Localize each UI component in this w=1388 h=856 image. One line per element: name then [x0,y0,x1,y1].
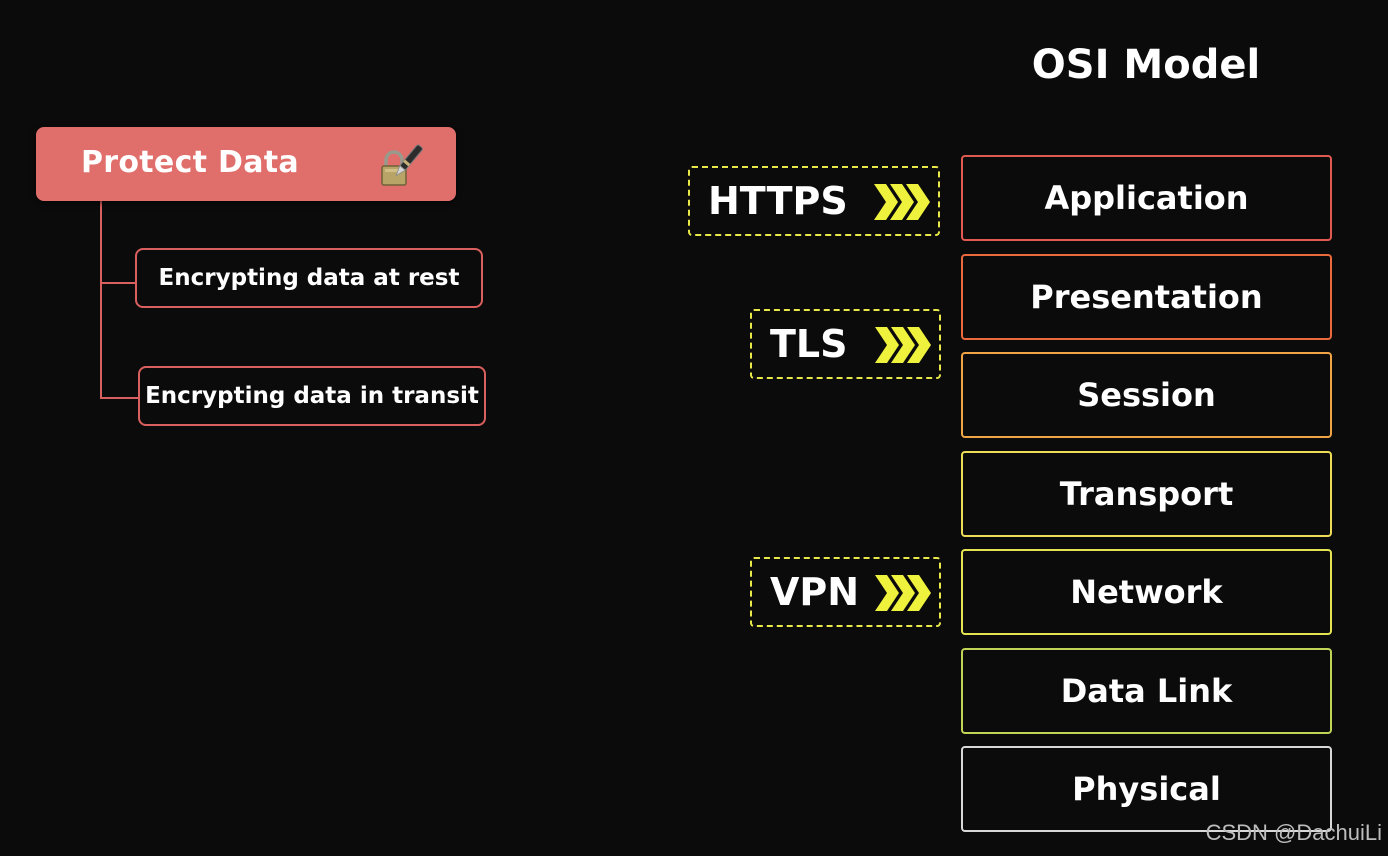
protocol-label-vpn: VPN [770,570,860,614]
mindmap-connector-trunk [100,201,102,398]
osi-layer-data-link: Data Link [961,648,1332,734]
protocol-tag-vpn: VPN [750,557,941,627]
osi-layer-network: Network [961,549,1332,635]
mindmap-connector-branch-2 [100,397,140,399]
mindmap-connector-branch-1 [100,282,136,284]
protocol-tag-tls: TLS [750,309,941,379]
osi-layer-physical: Physical [961,746,1332,832]
osi-layer-session: Session [961,352,1332,438]
triple-chevron-right-icon [875,575,931,611]
protocol-label-https: HTTPS [708,179,848,223]
watermark: CSDN @DachuiLi [1205,820,1382,845]
osi-layer-application: Application [961,155,1332,241]
triple-chevron-right-icon [875,327,931,363]
protocol-label-tls: TLS [770,322,848,366]
osi-layer-presentation: Presentation [961,254,1332,340]
osi-layer-transport: Transport [961,451,1332,537]
mindmap-child-at-rest: Encrypting data at rest [135,248,483,308]
mindmap-child-in-transit: Encrypting data in transit [138,366,486,426]
mindmap-root-label: Protect Data [81,145,299,180]
triple-chevron-right-icon [874,184,930,220]
protocol-tag-https: HTTPS [688,166,940,236]
osi-title: OSI Model [1031,42,1261,88]
lock-with-pen-icon [381,144,423,186]
mindmap-root-node: Protect Data [36,127,456,201]
